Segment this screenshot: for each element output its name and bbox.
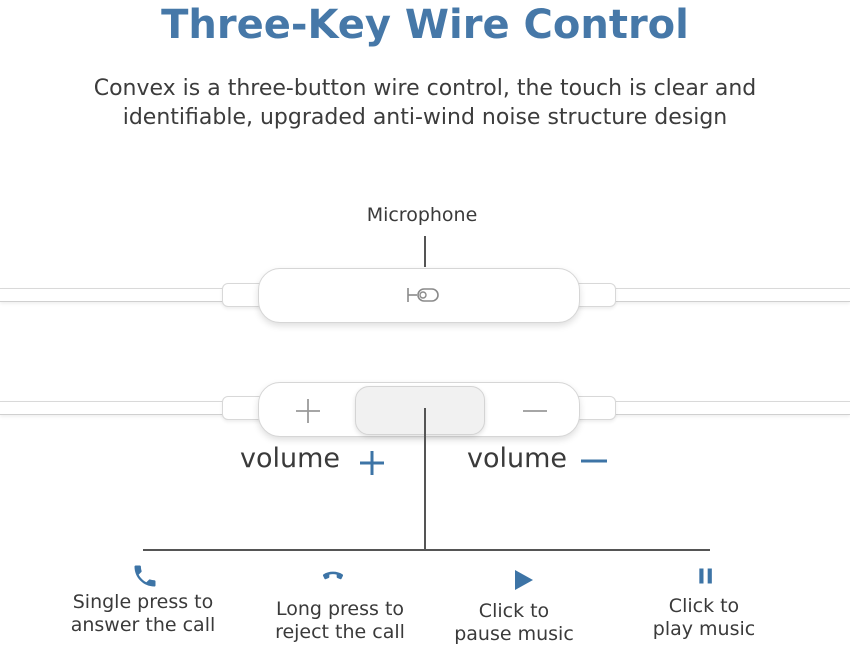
function-reject-call: Long press to reject the call (240, 598, 440, 644)
function-play-line-1: Click to (668, 595, 740, 617)
function-answer-call: Single press to answer the call (43, 591, 243, 637)
volume-up-button-icon[interactable] (293, 396, 323, 426)
volume-down-button-icon[interactable] (520, 396, 550, 426)
volume-up-label: volume (240, 443, 341, 474)
function-pause-music: Click to pause music (414, 600, 614, 646)
function-answer-line-1: Single press to (72, 591, 214, 613)
function-play-line-2: play music (652, 618, 756, 640)
cable-right-upper (598, 288, 850, 302)
function-play-music: Click to play music (604, 595, 804, 641)
function-reject-line-2: reject the call (275, 621, 405, 643)
function-pause-line-1: Click to (478, 600, 550, 622)
cable-left-upper (0, 288, 240, 302)
cable-left-lower (0, 401, 240, 415)
phone-answer-icon (134, 565, 156, 587)
page-title: Three-Key Wire Control (161, 2, 689, 48)
phone-hangup-icon (322, 571, 344, 580)
function-pause-line-2: pause music (454, 623, 574, 645)
function-reject-line-1: Long press to (275, 598, 405, 620)
microphone-housing (258, 268, 580, 323)
play-icon (515, 570, 533, 590)
subtitle-line-2: identifiable, upgraded anti-wind noise s… (122, 105, 728, 130)
subtitle-line-1: Convex is a three-button wire control, t… (93, 76, 757, 101)
microphone-icon (407, 288, 439, 302)
center-button-pointer-line (424, 408, 426, 550)
function-answer-line-2: answer the call (70, 614, 216, 636)
function-bracket-line (143, 549, 710, 551)
microphone-pointer-line (424, 236, 426, 267)
center-button[interactable] (355, 386, 485, 435)
plus-icon (360, 451, 384, 475)
minus-icon (581, 459, 607, 463)
volume-down-label: volume (467, 443, 568, 474)
pause-icon (699, 568, 712, 584)
cable-right-lower (598, 401, 850, 415)
subtitle: Convex is a three-button wire control, t… (20, 74, 830, 132)
microphone-label: Microphone (366, 204, 478, 226)
